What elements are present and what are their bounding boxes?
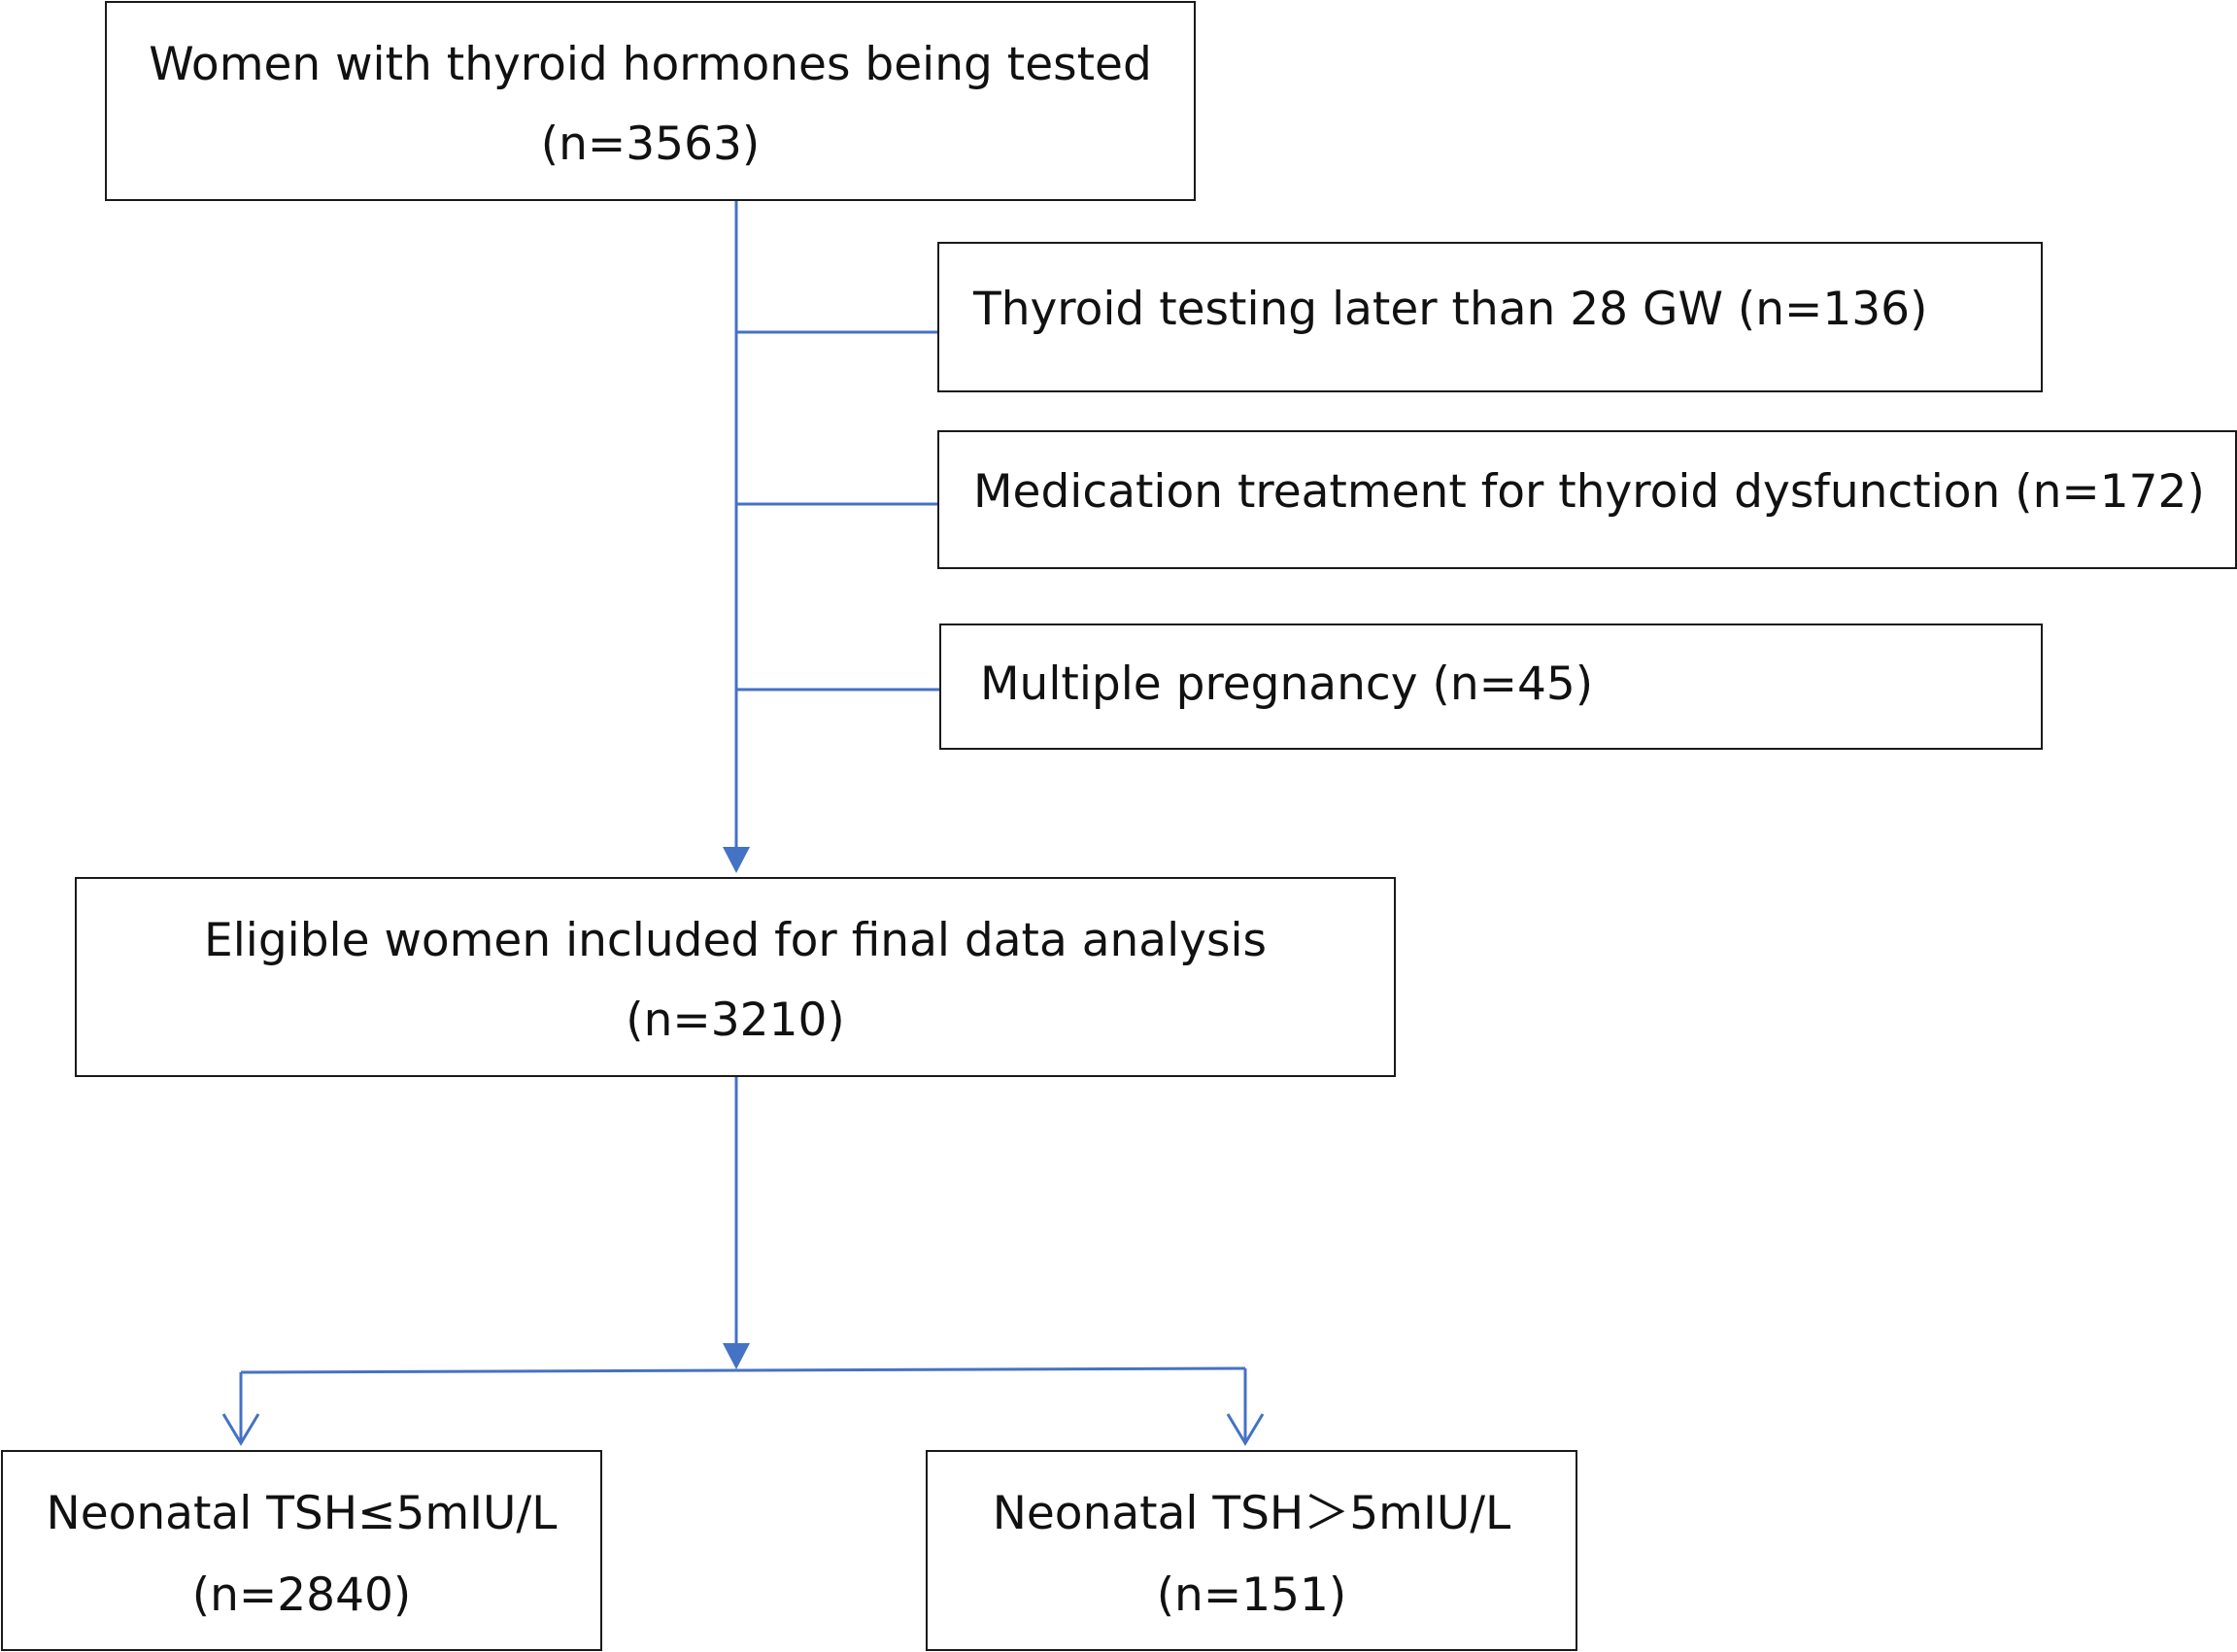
- split-arrowhead: [723, 1343, 750, 1369]
- exclusion-box-3: Multiple pregnancy (n=45): [939, 624, 2043, 750]
- start-count: (n=3563): [540, 118, 761, 171]
- exclusion-box-2: Medication treatment for thyroid dysfunc…: [937, 430, 2237, 569]
- left-outcome-arrowhead: [221, 1413, 260, 1446]
- start-box: Women with thyroid hormones being tested…: [105, 1, 1196, 201]
- outcome-box-low-tsh: Neonatal TSH≤5mIU/L (n=2840): [1, 1450, 602, 1651]
- outcome-high-tsh-title: Neonatal TSH＞5mIU/L: [992, 1487, 1511, 1540]
- right-outcome-arrowhead: [1226, 1413, 1265, 1446]
- split-line: [240, 1366, 1246, 1374]
- exclusion-box-1: Thyroid testing later than 28 GW (n=136): [937, 242, 2043, 392]
- exclusion-text-3: Multiple pregnancy (n=45): [980, 657, 1594, 711]
- exclusion-text-1: Thyroid testing later than 28 GW (n=136): [973, 283, 1928, 336]
- main-arrowhead: [723, 847, 750, 873]
- outcome-high-tsh-count: (n=151): [1156, 1568, 1347, 1622]
- eligible-box: Eligible women included for final data a…: [75, 877, 1396, 1077]
- outcome-low-tsh-count: (n=2840): [191, 1568, 412, 1622]
- eligible-count: (n=3210): [626, 994, 845, 1047]
- start-title: Women with thyroid hormones being tested: [149, 38, 1152, 91]
- outcome-box-high-tsh: Neonatal TSH＞5mIU/L (n=151): [926, 1450, 1577, 1651]
- outcome-low-tsh-title: Neonatal TSH≤5mIU/L: [46, 1487, 558, 1540]
- exclusion-text-2: Medication treatment for thyroid dysfunc…: [973, 465, 2205, 519]
- eligible-title: Eligible women included for final data a…: [204, 914, 1267, 967]
